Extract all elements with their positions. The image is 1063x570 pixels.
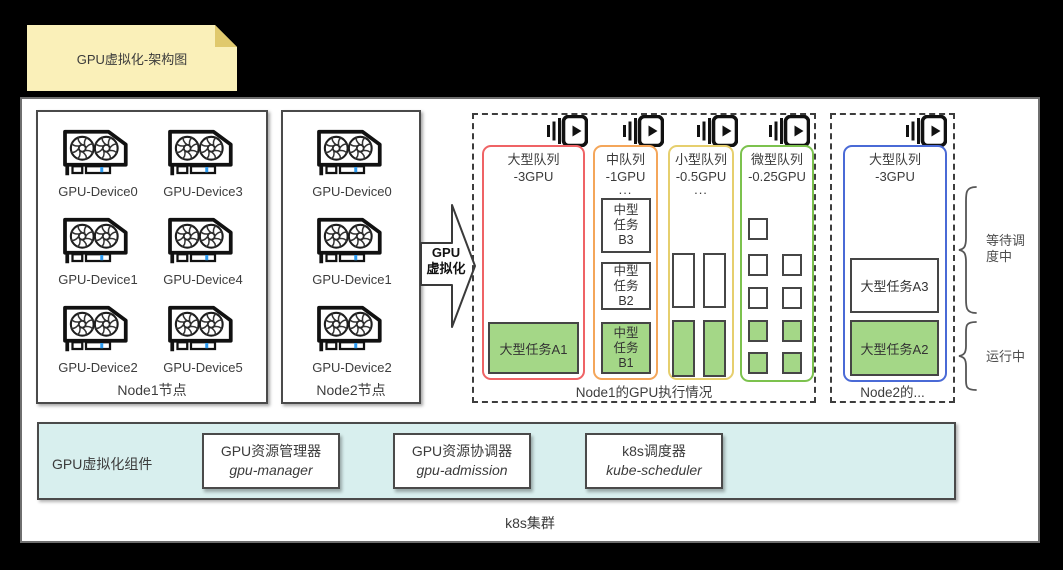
component-zh-label: GPU资源协调器 xyxy=(411,443,513,459)
micro-slot-empty xyxy=(782,287,802,309)
gpu-device: GPU-Device4 xyxy=(163,216,243,287)
node2-box: GPU-Device0 GPU-Device1 GPU-Device2 Node… xyxy=(281,110,421,404)
gpu-card-icon xyxy=(59,304,137,358)
micro-slot-running xyxy=(748,320,768,342)
node2-exec-label: Node2的... xyxy=(860,385,925,400)
queue-header: 中队列 -1GPU ... xyxy=(605,152,646,197)
queue-header: 微型队列 -0.25GPU xyxy=(748,152,806,184)
arrow-label: GPU 虚拟化 xyxy=(426,245,466,276)
task-b1: 中型 任务 B1 xyxy=(601,322,651,374)
small-slot-running xyxy=(703,320,726,377)
task-b2: 中型 任务 B2 xyxy=(601,262,651,310)
queue-header: 大型队列 -3GPU xyxy=(868,152,921,184)
gpu-device: GPU-Device2 xyxy=(312,304,392,375)
title-note: GPU虚拟化-架构图 xyxy=(27,25,237,91)
running-brace-icon xyxy=(958,321,977,391)
gpu-card-icon xyxy=(313,128,391,182)
queue-header: 小型队列 -0.5GPU ... xyxy=(674,152,727,197)
gpu-device: GPU-Device3 xyxy=(163,128,243,199)
gpu-card-icon xyxy=(164,216,242,270)
gpu-card-icon xyxy=(164,128,242,182)
play-queue-icon xyxy=(622,115,664,147)
gpu-device-label: GPU-Device0 xyxy=(58,184,138,199)
gpu-card-icon xyxy=(164,304,242,358)
node1-exec-group: Node1的GPU执行情况 xyxy=(472,113,816,403)
small-slot-empty xyxy=(703,253,726,308)
gpu-device: GPU-Device5 xyxy=(163,304,243,375)
task-b3: 中型 任务 B3 xyxy=(601,198,651,253)
component-kube-scheduler: k8s调度器 kube-scheduler xyxy=(585,433,723,489)
gpu-device: GPU-Device2 xyxy=(58,304,138,375)
gpu-card-icon xyxy=(313,216,391,270)
gpu-device-label: GPU-Device3 xyxy=(163,184,243,199)
diagram-title: GPU虚拟化-架构图 xyxy=(76,51,188,67)
node1-box: GPU-Device0 GPU-Device3 GPU-Device1 GPU-… xyxy=(36,110,268,404)
micro-slot-empty xyxy=(748,287,768,309)
queue-header: 大型队列 -3GPU xyxy=(507,152,560,184)
gpu-device-label: GPU-Device4 xyxy=(163,272,243,287)
running-label: 运行中 xyxy=(986,349,1026,364)
waiting-label: 等待调 度中 xyxy=(986,233,1026,264)
task-a2: 大型任务A2 xyxy=(850,320,939,376)
gpu-device: GPU-Device0 xyxy=(312,128,392,199)
gpu-device-label: GPU-Device2 xyxy=(312,360,392,375)
micro-slot-running xyxy=(748,352,768,374)
waiting-brace-icon xyxy=(958,186,977,314)
gpu-card-icon xyxy=(313,304,391,358)
small-slot-empty xyxy=(672,253,695,308)
gpu-device-label: GPU-Device2 xyxy=(58,360,138,375)
play-queue-icon xyxy=(768,115,810,147)
note-fold-corner xyxy=(215,25,237,47)
cluster-label: k8s集群 xyxy=(505,515,555,531)
micro-slot-empty xyxy=(782,254,802,276)
component-zh-label: k8s调度器 xyxy=(622,443,686,459)
gpu-device-label: GPU-Device1 xyxy=(58,272,138,287)
small-slot-running xyxy=(672,320,695,377)
gpu-device: GPU-Device1 xyxy=(312,216,392,287)
node2-label: Node2节点 xyxy=(316,382,386,398)
component-zh-label: GPU资源管理器 xyxy=(220,443,322,459)
gpu-device-label: GPU-Device5 xyxy=(163,360,243,375)
node2-exec-group: Node2的... xyxy=(830,113,955,403)
component-en-label: kube-scheduler xyxy=(606,462,702,478)
play-queue-icon xyxy=(546,115,588,147)
node1-label: Node1节点 xyxy=(117,382,187,398)
task-a3: 大型任务A3 xyxy=(850,258,939,313)
gpu-device: GPU-Device1 xyxy=(58,216,138,287)
gpu-card-icon xyxy=(59,128,137,182)
component-gpu-admission: GPU资源协调器 gpu-admission xyxy=(393,433,531,489)
component-en-label: gpu-manager xyxy=(229,462,313,478)
gpu-card-icon xyxy=(59,216,137,270)
gpu-device: GPU-Device0 xyxy=(58,128,138,199)
component-gpu-manager: GPU资源管理器 gpu-manager xyxy=(202,433,340,489)
gpu-device-label: GPU-Device1 xyxy=(312,272,392,287)
gpu-device-label: GPU-Device0 xyxy=(312,184,392,199)
micro-slot-empty xyxy=(748,218,768,240)
micro-slot-running xyxy=(782,352,802,374)
component-en-label: gpu-admission xyxy=(416,462,508,478)
micro-slot-running xyxy=(782,320,802,342)
task-a1: 大型任务A1 xyxy=(488,322,579,374)
components-band-label: GPU虚拟化组件 xyxy=(52,456,153,472)
play-queue-icon xyxy=(696,115,738,147)
micro-slot-empty xyxy=(748,254,768,276)
node1-exec-label: Node1的GPU执行情况 xyxy=(575,385,713,400)
gpu-virtualization-arrow xyxy=(420,204,476,328)
